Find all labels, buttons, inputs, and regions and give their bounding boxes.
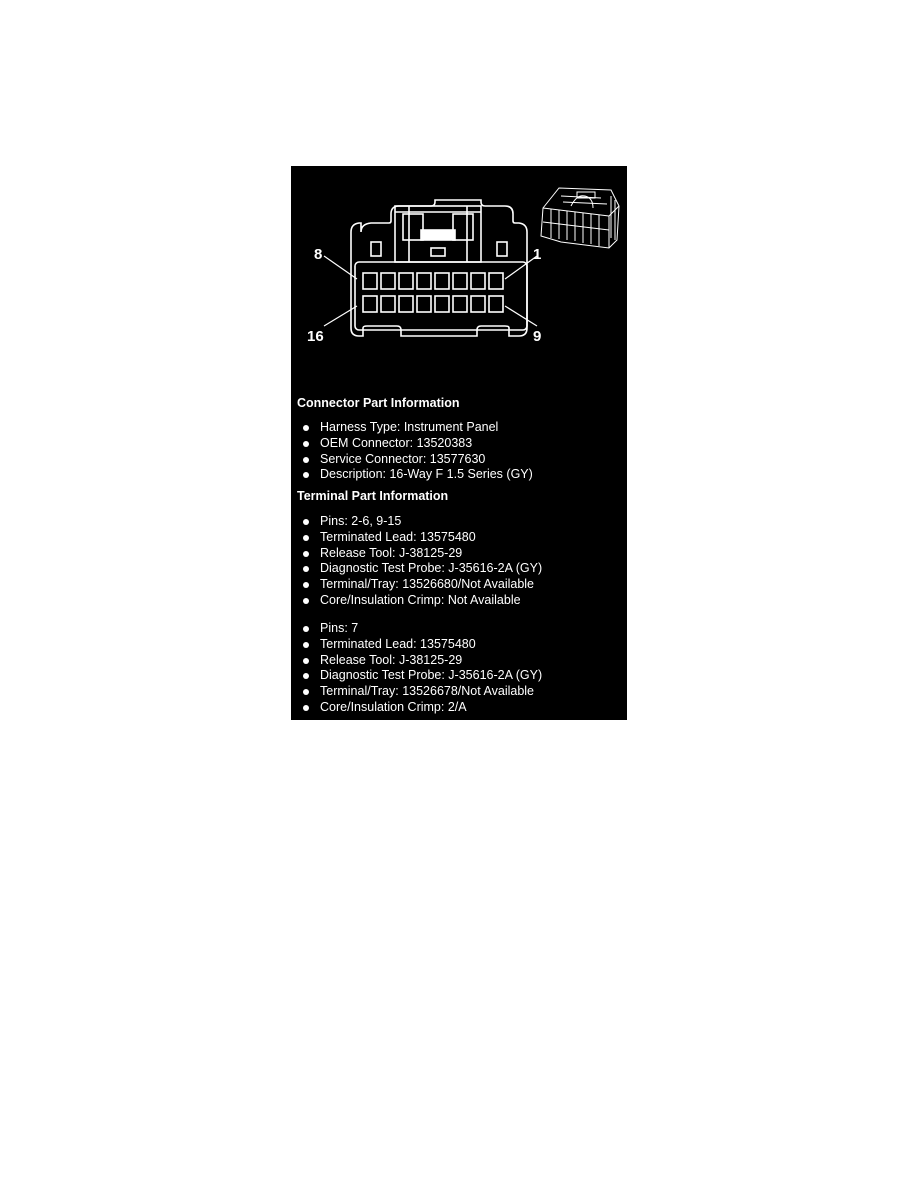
connector-face-diagram: 8 1 16 9 <box>307 187 620 345</box>
connector-info-list: Harness Type: Instrument Panel OEM Conne… <box>291 420 533 483</box>
pin-label-16: 16 <box>307 328 324 345</box>
terminal-info-heading: Terminal Part Information <box>297 489 449 503</box>
list-item: Harness Type: Instrument Panel <box>291 420 533 436</box>
connector-3d-icon <box>540 187 620 249</box>
cavity-row-bottom <box>362 295 504 313</box>
bullet-icon <box>303 641 309 648</box>
bullet-icon <box>303 456 309 463</box>
list-item: OEM Connector: 13520383 <box>291 436 533 452</box>
connector-info-panel: 8 1 16 9 Connector Part Information Harn… <box>291 166 627 720</box>
bullet-icon <box>303 626 309 632</box>
pin-leader-lines <box>323 255 538 327</box>
list-item: Diagnostic Test Probe: J-35616-2A (GY) <box>291 561 542 577</box>
pin-label-1: 1 <box>533 246 541 263</box>
bullet-icon <box>303 566 309 573</box>
list-item: Release Tool: J-38125-29 <box>291 546 542 562</box>
terminal-group-1-list: Pins: 2-6, 9-15 Terminated Lead: 1357548… <box>291 514 542 609</box>
bullet-icon <box>303 673 309 680</box>
list-item: Terminal/Tray: 13526680/Not Available <box>291 577 542 593</box>
bullet-icon <box>303 440 309 447</box>
pin-label-8: 8 <box>314 246 322 263</box>
cavity-row-top <box>362 272 504 290</box>
list-item: Diagnostic Test Probe: J-35616-2A (GY) <box>291 668 542 684</box>
list-item: Pins: 2-6, 9-15 <box>291 514 542 530</box>
bullet-icon <box>303 597 309 604</box>
connector-face-outline <box>350 199 528 337</box>
pin-label-9: 9 <box>533 328 541 345</box>
bullet-icon <box>303 472 309 479</box>
list-item: Pins: 7 <box>291 621 542 637</box>
list-item: Terminated Lead: 13575480 <box>291 530 542 546</box>
list-item: Core/Insulation Crimp: 2/A <box>291 700 542 716</box>
list-item: Terminal/Tray: 13526678/Not Available <box>291 684 542 700</box>
bullet-icon <box>303 689 309 696</box>
list-item: Service Connector: 13577630 <box>291 452 533 468</box>
list-item: Release Tool: J-38125-29 <box>291 653 542 669</box>
bullet-icon <box>303 704 309 711</box>
list-item: Terminated Lead: 13575480 <box>291 637 542 653</box>
connector-info-heading: Connector Part Information <box>297 396 460 410</box>
bullet-icon <box>303 534 309 541</box>
list-item: Description: 16-Way F 1.5 Series (GY) <box>291 467 533 483</box>
bullet-icon <box>303 519 309 525</box>
bullet-icon <box>303 657 309 664</box>
bullet-icon <box>303 425 309 431</box>
bullet-icon <box>303 550 309 557</box>
terminal-group-2-list: Pins: 7 Terminated Lead: 13575480 Releas… <box>291 621 542 716</box>
list-item: Core/Insulation Crimp: Not Available <box>291 593 542 609</box>
bullet-icon <box>303 582 309 589</box>
